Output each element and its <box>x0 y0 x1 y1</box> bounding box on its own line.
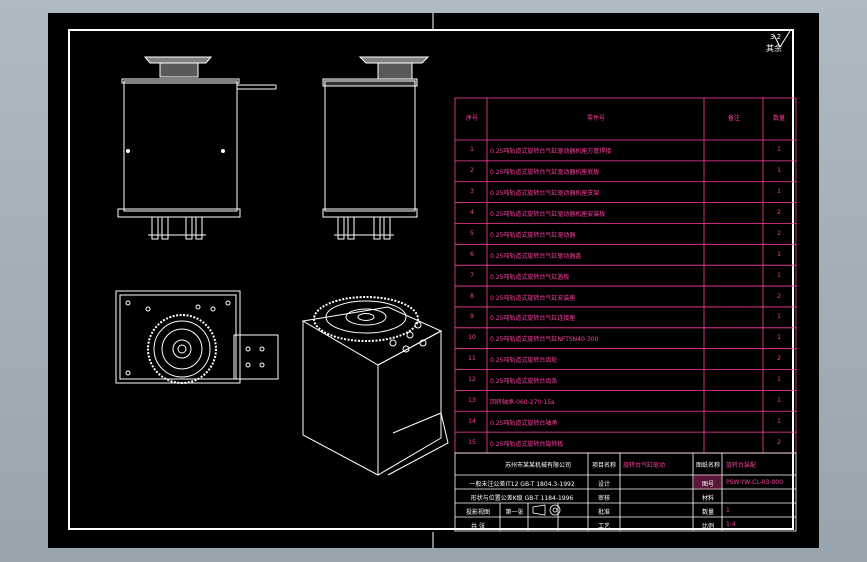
bom-row-no: 6 <box>470 250 474 258</box>
drawing-name-label: 图纸名称 <box>695 462 720 469</box>
bom-row-name: 0.25吨轨道式旋转台气缸安装座 <box>490 294 576 302</box>
sign-check: 审核 <box>597 495 610 502</box>
sign-approve: 批准 <box>597 509 610 516</box>
bom-row-no: 11 <box>468 355 476 363</box>
bom-row-name: 0.25吨轨道式旋转台气缸驱动器机座方管焊接 <box>490 148 612 156</box>
scale-label: 比例 <box>701 523 714 530</box>
company-name: 苏州市某某机械有限公司 <box>504 462 571 469</box>
isometric-view <box>301 296 449 476</box>
bom-row-name: 0.25吨轨道式旋转台气缸NFTSN40-300 <box>490 336 599 344</box>
title-block <box>454 452 797 532</box>
qty-value: 1 <box>726 507 730 514</box>
top-view <box>115 290 279 384</box>
bom-row-qty: 1 <box>777 313 781 321</box>
bom-row-qty: 1 <box>777 334 781 342</box>
cad-views: 其余 3.2 <box>115 13 797 548</box>
bom-header-name: 零件号 <box>586 115 605 122</box>
bom-row-no: 10 <box>468 334 476 342</box>
bom-row-qty: 1 <box>777 167 781 175</box>
side-view <box>322 56 430 240</box>
project-label: 项目名称 <box>591 462 616 469</box>
bom-row-qty: 2 <box>777 438 781 446</box>
bom-row-qty: 1 <box>777 417 781 425</box>
roughness-mark: 其余 3.2 <box>766 30 791 53</box>
bom-header-qty: 数量 <box>772 115 785 122</box>
bom-row-no: 14 <box>468 417 476 425</box>
bom-table <box>454 97 797 454</box>
bom-row-name: 0.25吨轨道式旋转台齿轮 <box>490 357 558 365</box>
projection-symbol-icon <box>532 504 561 516</box>
bom-row-no: 1 <box>470 146 474 154</box>
bom-row-name: 0.25吨轨道式旋转台气缸驱动器机座支架 <box>490 190 600 198</box>
bom-row-name: 0.25吨轨道式旋转台气缸驱动器 <box>490 231 576 239</box>
drawing-name-value: 旋转台装配 <box>726 462 757 469</box>
scale-value: 1:4 <box>726 521 736 528</box>
drawing-no-label: 图号 <box>701 481 714 488</box>
bom-row-qty: 2 <box>777 229 781 237</box>
bom-row-name: 0.25吨轨道式旋转台齿条 <box>490 377 558 385</box>
sign-design: 设计 <box>597 481 610 488</box>
bom-row-name: 0.25吨轨道式旋转台气缸盖板 <box>490 273 570 281</box>
bom-header-no: 序号 <box>465 115 478 122</box>
sheet-label: 第一张 <box>505 509 524 516</box>
bom-row-no: 3 <box>470 188 474 196</box>
bom-row-qty: 2 <box>777 292 781 300</box>
bom-row-qty: 1 <box>777 146 781 154</box>
bom-row-no: 9 <box>470 313 474 321</box>
bom-row-name: 0.25吨轨道式旋转台气缸驱动器机座安装板 <box>490 211 606 219</box>
bom-row-name: 0.25吨轨道式旋转台旋转板 <box>490 440 564 448</box>
project-value: 旋转台气缸驱动 <box>623 462 666 469</box>
bom-row-name: 0.25吨轨道式旋转台气缸驱动器机座底板 <box>490 169 600 177</box>
tolerance-note-2: 形状与位置公差K级 GB-T 1184-1996 <box>470 495 574 502</box>
bom-row-name: 回转轴承-060-270-15a <box>490 398 555 406</box>
bom-row-qty: 1 <box>777 271 781 279</box>
front-view <box>117 56 277 240</box>
bom-row-qty: 2 <box>777 355 781 363</box>
bom-header-remark: 备注 <box>727 115 740 122</box>
bom-row-no: 2 <box>470 167 474 175</box>
bom-row-no: 4 <box>470 209 474 217</box>
bom-row-name: 0.25吨轨道式旋转台轴承 <box>490 419 558 427</box>
bom-row-qty: 1 <box>777 188 781 196</box>
bom-row-name: 0.25吨轨道式旋转台气缸连接座 <box>490 315 576 323</box>
bom-row-name: 0.25吨轨道式旋转台气缸驱动器盖 <box>490 252 582 260</box>
tolerance-note-1: 一般未注公差IT12 GB-T 1804.3-1992 <box>469 481 575 488</box>
drawing-sheet: 其余 3.2 序号 零件号 备注 数量 1 0.25吨轨道式旋转台气缸驱动器机座方… <box>48 13 819 548</box>
bom-row-no: 12 <box>468 375 476 383</box>
bom-row-no: 7 <box>470 271 474 279</box>
bom-row-no: 15 <box>468 438 476 446</box>
projection-label: 投影视图 <box>465 509 490 516</box>
drawing-frame <box>68 29 794 530</box>
sheet-total: 共 张 <box>471 523 485 530</box>
bom-row-qty: 1 <box>777 375 781 383</box>
drawing-no-value: PSW-YW-CL-03-000 <box>726 479 783 486</box>
bom-row-qty: 1 <box>777 250 781 258</box>
bom-row-no: 8 <box>470 292 474 300</box>
bom-row-no: 13 <box>468 396 476 404</box>
material-label: 材料 <box>701 495 714 502</box>
bom-row-qty: 1 <box>777 396 781 404</box>
sign-craft: 工艺 <box>597 523 610 530</box>
roughness-value: 3.2 <box>770 33 781 41</box>
roughness-label: 其余 <box>766 43 782 53</box>
bom-row-qty: 2 <box>777 209 781 217</box>
qty-label: 数量 <box>701 509 714 516</box>
bom-row-no: 5 <box>470 229 474 237</box>
